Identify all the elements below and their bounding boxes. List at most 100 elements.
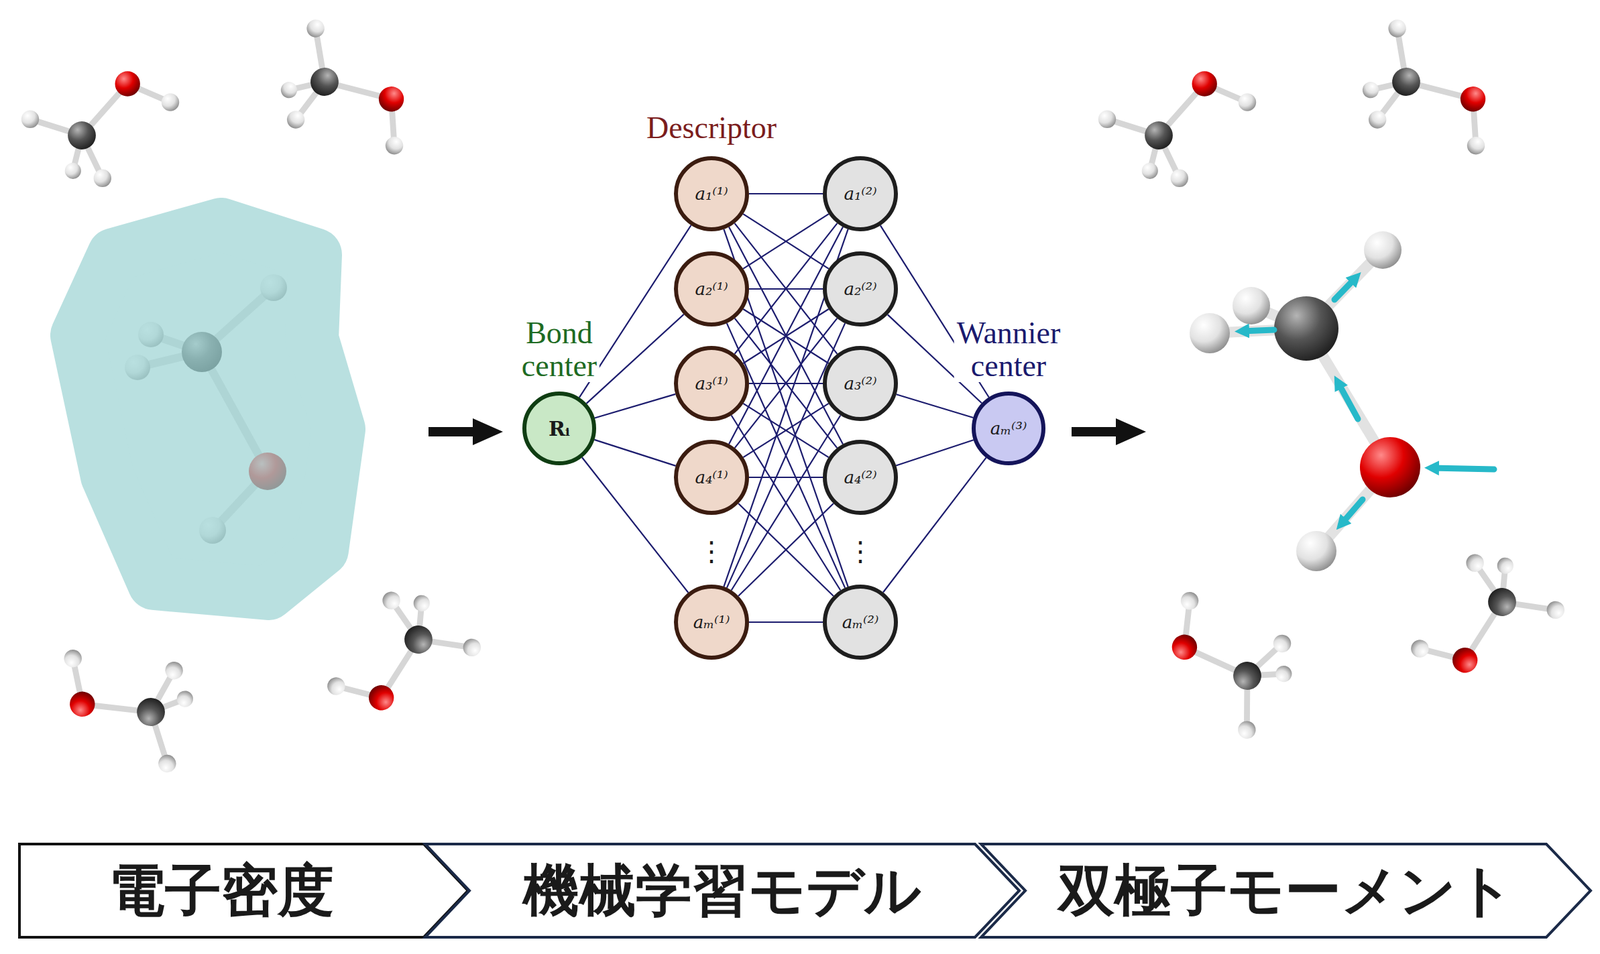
- flow-arrow: [1071, 418, 1147, 446]
- hidden-neuron-outline: [824, 441, 896, 513]
- bond-center-node-outline: [524, 393, 595, 464]
- methanol-molecule: [314, 579, 489, 719]
- hydrogen-atom: [1363, 231, 1402, 269]
- wannier-center-node-outline: [973, 393, 1044, 464]
- network-connection: [743, 403, 829, 458]
- dipole-arrow: [1341, 499, 1363, 525]
- network-connectors: [579, 193, 990, 623]
- network-connection: [726, 323, 845, 589]
- step-chevron-outline: [19, 844, 469, 938]
- network-connection: [734, 318, 838, 448]
- network-connection: [738, 503, 834, 597]
- network-connection: [743, 213, 829, 269]
- methanol-molecule: [250, 0, 426, 192]
- wannier-center-node: Wannier centeraₘ⁽³⁾: [971, 391, 1046, 466]
- step-chevron-outline: [425, 844, 1020, 938]
- node-label: a₂⁽¹⁾: [694, 279, 728, 300]
- network-connection: [883, 458, 987, 593]
- node-heading: Wannier center: [954, 317, 1064, 383]
- methanol-molecule: [1098, 71, 1256, 188]
- methanol-molecule: [1332, 0, 1508, 192]
- descriptor-neuron: a₃⁽¹⁾: [673, 346, 750, 422]
- node-label: 機械学習モデル: [523, 859, 922, 922]
- descriptor-neuron-outline: [675, 348, 748, 420]
- methanol-molecule: [21, 71, 180, 188]
- network-connection: [594, 439, 676, 467]
- network-connection: [743, 403, 829, 458]
- network-connection: [582, 457, 689, 593]
- node-label: a₄⁽¹⁾: [694, 468, 728, 488]
- step-chevron: 電子密度: [18, 842, 470, 939]
- network-connection: [749, 476, 823, 479]
- network-connection: [749, 621, 823, 623]
- node-label: a₂⁽²⁾: [843, 279, 877, 300]
- methanol-molecule: [1398, 541, 1573, 681]
- network-connection: [731, 415, 841, 591]
- methanol-molecule: [42, 602, 228, 799]
- dipole-arrow: [1337, 382, 1358, 420]
- node-label: a₃⁽¹⁾: [694, 374, 728, 394]
- descriptor-neuron: a₂⁽¹⁾: [673, 251, 750, 327]
- descriptor-neuron-outline: [675, 441, 748, 513]
- node-label: aₘ⁽²⁾: [842, 612, 880, 633]
- descriptor-neuron-outline: [675, 253, 748, 325]
- carbon-atom: [1274, 296, 1339, 361]
- dipole-arrow: [1334, 277, 1356, 300]
- dipole-methanol: [1189, 231, 1495, 572]
- node-label: aₘ⁽¹⁾: [693, 612, 731, 633]
- descriptor-neuron: a₄⁽¹⁾: [673, 439, 750, 516]
- hidden-neuron-outline: [824, 586, 896, 658]
- descriptor-neuron-outline: [675, 586, 748, 658]
- network-connection: [586, 314, 684, 404]
- ellipsis-mark: ⋮: [846, 535, 874, 567]
- network-connection: [728, 227, 843, 445]
- node-label: a₃⁽²⁾: [843, 374, 877, 394]
- hidden-neuron: a₁⁽²⁾: [822, 156, 898, 232]
- methanol-molecule: [1157, 567, 1315, 754]
- bond-center-node: Bond centerRᵢ: [522, 391, 597, 466]
- network-connection: [734, 318, 838, 448]
- hidden-neuron: a₂⁽²⁾: [822, 251, 898, 327]
- network-connection: [749, 193, 823, 195]
- dipole-arrow: [1241, 277, 1495, 525]
- step-chevron: 機械学習モデル: [423, 842, 1021, 939]
- network-connection: [728, 227, 843, 445]
- descriptor-neuron: aₘ⁽¹⁾: [673, 584, 750, 660]
- hidden-neuron-outline: [824, 348, 896, 420]
- node-label: Rᵢ: [548, 417, 570, 440]
- electron-density-surface: [77, 224, 339, 594]
- hidden-neuron: a₄⁽²⁾: [822, 439, 898, 516]
- hidden-neuron-outline: [824, 158, 896, 230]
- dipole-arrow: [1431, 468, 1495, 470]
- step-chevron: 双極子モーメント: [979, 842, 1592, 939]
- hydrogen-atom: [1189, 313, 1230, 354]
- node-label: a₄⁽²⁾: [843, 468, 877, 488]
- hidden-neuron-outline: [824, 253, 896, 325]
- node-label: a₁⁽²⁾: [843, 184, 877, 204]
- chemical-bond: [1209, 250, 1391, 552]
- node-label: 電子密度: [108, 859, 334, 922]
- node-label: a₁⁽¹⁾: [694, 184, 728, 204]
- dipole-arrow: [1241, 329, 1275, 332]
- descriptor-neuron: a₁⁽¹⁾: [673, 156, 750, 232]
- ellipsis-mark: ⋮: [698, 535, 725, 567]
- node-heading: Bond center: [519, 317, 600, 383]
- network-connection: [594, 394, 676, 419]
- flow-arrow: [428, 418, 503, 446]
- hydrogen-atom: [1232, 287, 1271, 325]
- node-label: aₘ⁽³⁾: [990, 419, 1028, 439]
- hidden-neuron: a₃⁽²⁾: [822, 346, 898, 422]
- oxygen-atom: [1359, 437, 1421, 498]
- network-connection: [895, 439, 974, 466]
- layer-heading: Descriptor: [646, 109, 777, 146]
- descriptor-neuron-outline: [675, 158, 748, 230]
- network-connection: [743, 213, 829, 269]
- hidden-neuron: aₘ⁽²⁾: [822, 584, 898, 660]
- hydrogen-atom: [1296, 531, 1337, 572]
- network-connection: [896, 394, 974, 418]
- electron-density-surface: [77, 224, 339, 594]
- network-connection: [738, 503, 834, 597]
- node-label: 双極子モーメント: [1058, 859, 1515, 922]
